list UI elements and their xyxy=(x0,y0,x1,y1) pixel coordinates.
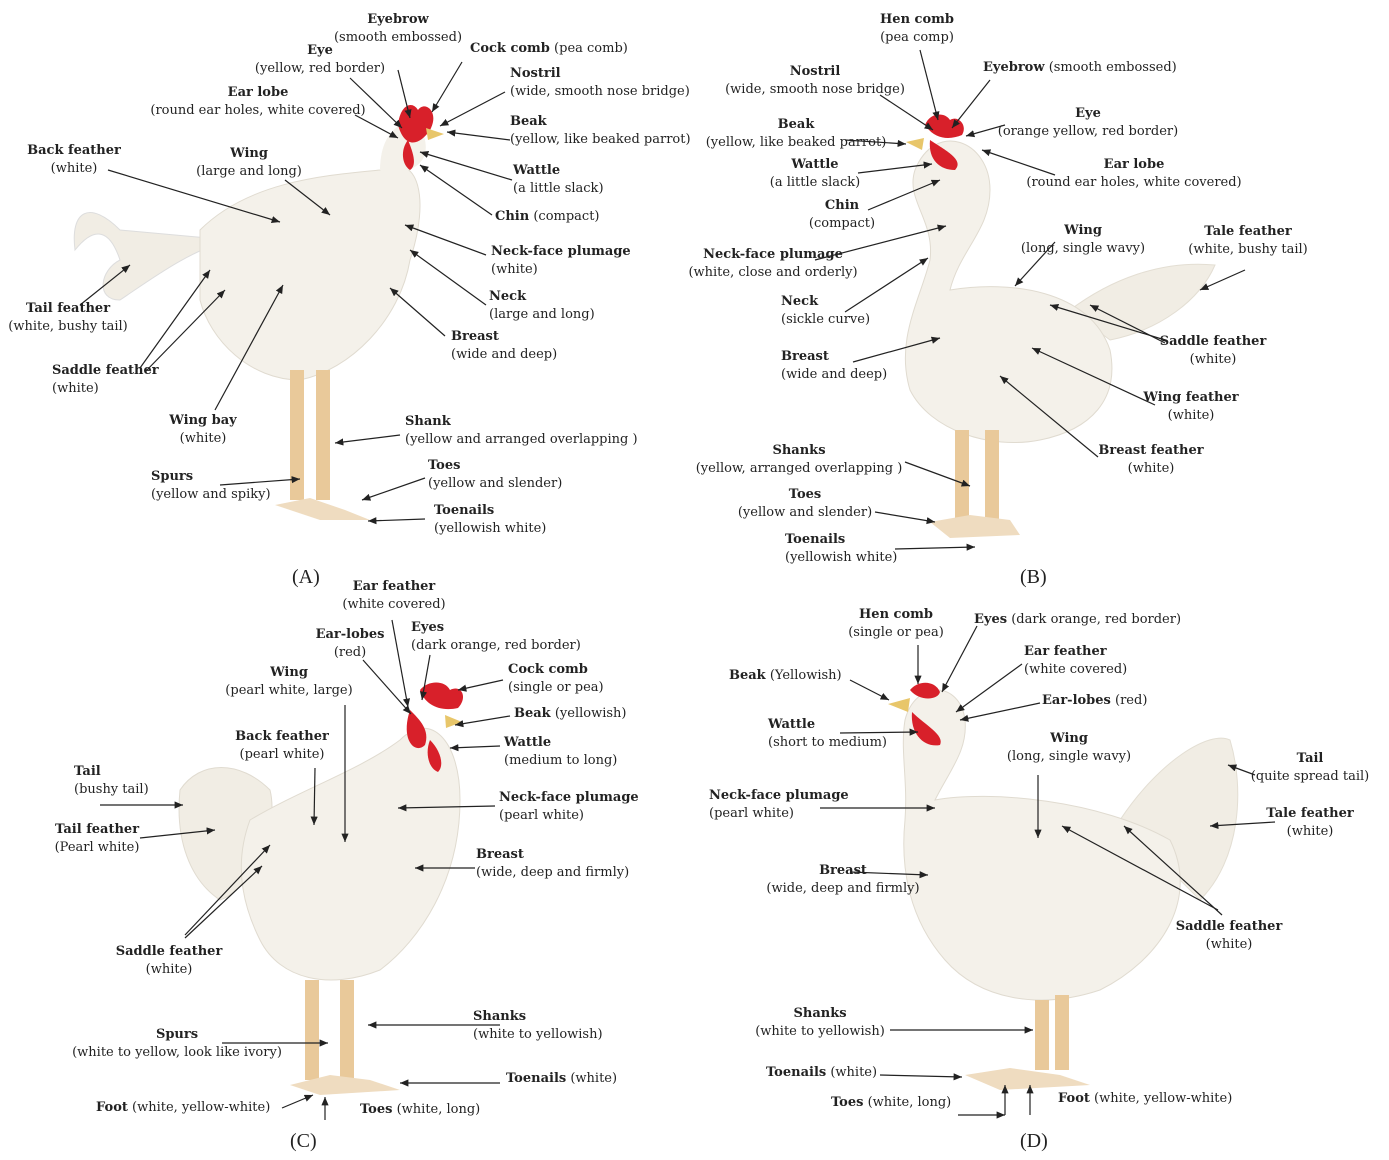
a-back-feather-label: Back feather(white) xyxy=(27,142,121,178)
a-wing-bay-label: Wing bay(white) xyxy=(169,412,236,448)
d-wing-label: Wing(long, single wavy) xyxy=(1007,730,1131,766)
a-neck-face-label: Neck-face plumage(white) xyxy=(491,243,631,279)
d-beak-label: Beak (Yellowish) xyxy=(729,667,842,685)
a-nostril-label: Nostril(wide, smooth nose bridge) xyxy=(510,65,690,101)
d-hen-comb-label: Hen comb(single or pea) xyxy=(848,606,944,642)
b-tale-feather-label: Tale feather(white, bushy tail) xyxy=(1188,223,1308,259)
b-ear-lobe-label: Ear lobe(round ear holes, white covered) xyxy=(1026,156,1241,192)
d-shanks-label: Shanks(white to yellowish) xyxy=(755,1005,885,1041)
c-tail-feather-label: Tail feather(Pearl white) xyxy=(55,821,140,857)
panel-label-a: (A) xyxy=(292,566,320,589)
d-ear-lobes-label: Ear-lobes (red) xyxy=(1042,692,1147,710)
a-neck-label: Neck(large and long) xyxy=(489,288,595,324)
d-breast-label: Breast(wide, deep and firmly) xyxy=(766,862,919,898)
panel-label-d: (D) xyxy=(1020,1130,1048,1153)
a-eye-label: Eye(yellow, red border) xyxy=(255,42,385,78)
c-ear-feather-label: Ear feather(white covered) xyxy=(342,578,445,614)
c-ear-lobes-label: Ear-lobes(red) xyxy=(316,626,385,662)
c-eyes-label: Eyes(dark orange, red border) xyxy=(411,619,581,655)
b-eyebrow-label: Eyebrow (smooth embossed) xyxy=(983,59,1177,77)
b-wattle-label: Wattle(a little slack) xyxy=(770,156,861,192)
b-toes-label: Toes(yellow and slender) xyxy=(738,486,872,522)
d-foot-label: Foot (white, yellow-white) xyxy=(1058,1090,1232,1108)
c-back-feather-label: Back feather(pearl white) xyxy=(235,728,329,764)
d-eyes-label: Eyes (dark orange, red border) xyxy=(974,611,1181,629)
c-tail-label: Tail(bushy tail) xyxy=(74,763,149,799)
a-cock-comb-label: Cock comb (pea comb) xyxy=(470,40,628,58)
a-ear-lobe-label: Ear lobe(round ear holes, white covered) xyxy=(150,84,365,120)
a-breast-label: Breast(wide and deep) xyxy=(451,328,557,364)
d-toes-label: Toes (white, long) xyxy=(831,1094,951,1112)
c-wattle-label: Wattle(medium to long) xyxy=(504,734,617,770)
a-toenails-label: Toenails(yellowish white) xyxy=(434,502,546,538)
a-spurs-label: Spurs(yellow and spiky) xyxy=(151,468,271,504)
c-saddle-feather-label: Saddle feather(white) xyxy=(116,943,223,979)
b-nostril-label: Nostril(wide, smooth nose bridge) xyxy=(725,63,905,99)
c-shanks-label: Shanks(white to yellowish) xyxy=(473,1008,603,1044)
c-neck-face-label: Neck-face plumage(pearl white) xyxy=(499,789,639,825)
b-wing-feather-label: Wing feather(white) xyxy=(1143,389,1238,425)
b-saddle-feather-label: Saddle feather(white) xyxy=(1160,333,1267,369)
c-foot-label: Foot (white, yellow-white) xyxy=(96,1099,270,1117)
a-toes-label: Toes(yellow and slender) xyxy=(428,457,562,493)
a-saddle-feather-label: Saddle feather(white) xyxy=(52,362,159,398)
b-eye-label: Eye(orange yellow, red border) xyxy=(998,105,1178,141)
a-beak-label: Beak(yellow, like beaked parrot) xyxy=(510,113,691,149)
c-wing-label: Wing(pearl white, large) xyxy=(225,664,352,700)
c-beak-label: Beak (yellowish) xyxy=(514,705,627,723)
a-wattle-label: Wattle(a little slack) xyxy=(513,162,604,198)
b-shanks-label: Shanks(yellow, arranged overlapping ) xyxy=(696,442,903,478)
a-tail-feather-label: Tail feather(white, bushy tail) xyxy=(8,300,128,336)
a-shank-label: Shank(yellow and arranged overlapping ) xyxy=(405,413,638,449)
c-spurs-label: Spurs(white to yellow, look like ivory) xyxy=(72,1026,282,1062)
a-wing-label: Wing(large and long) xyxy=(196,145,302,181)
c-breast-label: Breast(wide, deep and firmly) xyxy=(476,846,629,882)
d-tale-feather-label: Tale feather(white) xyxy=(1266,805,1353,841)
b-beak-label: Beak(yellow, like beaked parrot) xyxy=(706,116,887,152)
b-chin-label: Chin(compact) xyxy=(809,197,875,233)
b-neck-face-label: Neck-face plumage(white, close and order… xyxy=(688,246,857,282)
panel-label-c: (C) xyxy=(290,1130,317,1153)
b-breast-feather-label: Breast feather(white) xyxy=(1098,442,1203,478)
d-toenails-label: Toenails (white) xyxy=(766,1064,877,1082)
c-toenails-label: Toenails (white) xyxy=(506,1070,617,1088)
d-tail-label: Tail(quite spread tail) xyxy=(1251,750,1369,786)
panel-label-b: (B) xyxy=(1020,566,1047,589)
d-wattle-label: Wattle(short to medium) xyxy=(768,716,887,752)
b-toenails-label: Toenails(yellowish white) xyxy=(785,531,897,567)
d-neck-face-label: Neck-face plumage(pearl white) xyxy=(709,787,849,823)
b-hen-comb-label: Hen comb(pea comp) xyxy=(880,11,954,47)
b-wing-label: Wing(long, single wavy) xyxy=(1021,222,1145,258)
d-ear-feather-label: Ear feather(white covered) xyxy=(1024,643,1127,679)
c-cock-comb-label: Cock comb(single or pea) xyxy=(508,661,604,697)
b-breast-label: Breast(wide and deep) xyxy=(781,348,887,384)
d-saddle-feather-label: Saddle feather(white) xyxy=(1176,918,1283,954)
c-toes-label: Toes (white, long) xyxy=(360,1101,480,1119)
b-neck-label: Neck(sickle curve) xyxy=(781,293,870,329)
a-chin-label: Chin (compact) xyxy=(495,208,600,226)
